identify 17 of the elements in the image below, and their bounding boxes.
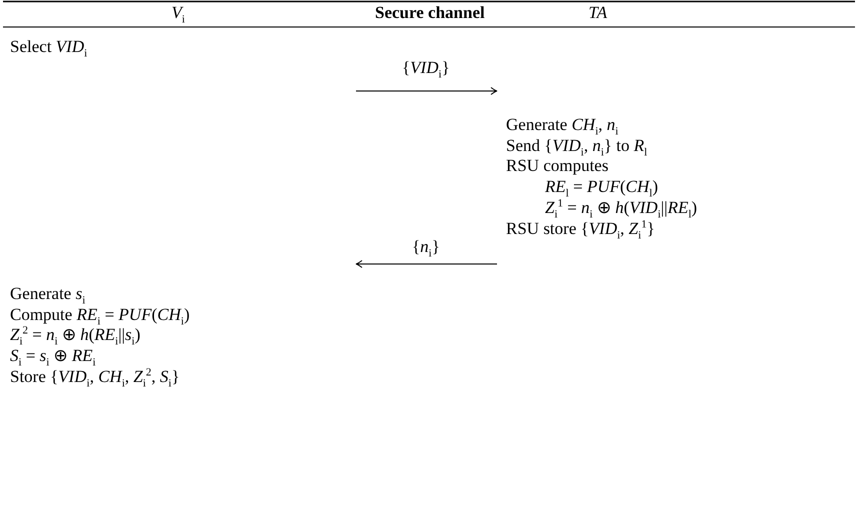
column-header: V$_{i}$ bbox=[172, 3, 185, 23]
column-header: Secure channel bbox=[375, 3, 485, 23]
message-label: {VID$_{i}$} bbox=[402, 58, 450, 78]
step-text: RSU computes bbox=[506, 156, 608, 176]
step-text: Store {VID$_{i}$, CH$_{i}$, Z$_{i}$$^{2}$, S$_{i}$} bbox=[10, 367, 180, 387]
formula-text: Z$_{i}$$^{1}$ = n$_{i}$ ⊕ h(VID$_{i}$||RE$_{l}$) bbox=[545, 198, 698, 218]
column-header: TA bbox=[588, 3, 608, 23]
step-text: Send {VID$_{i}$, n$_{i}$} to R$_{l}$ bbox=[506, 136, 648, 156]
step-text: Select VID$_{i}$ bbox=[10, 37, 88, 57]
formula-text: RE$_{l}$ = PUF(CH$_{l}$) bbox=[545, 177, 658, 197]
step-text: Generate CH$_{i}$, n$_{i}$ bbox=[506, 115, 618, 135]
message-label: {n$_{i}$} bbox=[412, 237, 440, 257]
step-text: Compute RE$_{i}$ = PUF(CH$_{i}$) bbox=[10, 305, 190, 325]
step-text: RSU store {VID$_{i}$, Z$_{i}$$^{1}$} bbox=[506, 219, 655, 239]
formula-text: Z$_{i}$$^{2}$ = n$_{i}$ ⊕ h(RE$_{i}$||s$_{i}$) bbox=[10, 325, 140, 345]
step-text: Generate s$_{i}$ bbox=[10, 284, 86, 304]
formula-text: S$_{i}$ = s$_{i}$ ⊕ RE$_{i}$ bbox=[10, 346, 96, 366]
